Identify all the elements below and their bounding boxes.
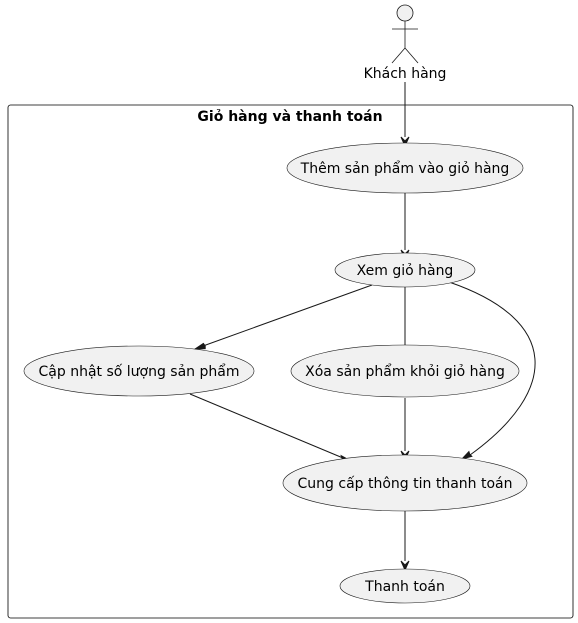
use-case-update-quantity[interactable]: Cập nhật số lượng sản phẩm [23, 345, 255, 397]
use-case-payment-info[interactable]: Cung cấp thông tin thanh toán [282, 454, 528, 512]
use-case-label: Cập nhật số lượng sản phẩm [39, 363, 240, 380]
use-case-ellipse [334, 252, 476, 288]
edge-add-to-cart-to-view-cart [400, 193, 410, 261]
use-case-add-to-cart[interactable]: Thêm sản phẩm vào giỏ hàng [286, 142, 524, 194]
use-case-ellipse [339, 568, 471, 604]
actor-stick-figure-icon [391, 4, 419, 64]
use-case-label: Thêm sản phẩm vào giỏ hàng [300, 160, 510, 177]
use-case-label: Thanh toán [364, 579, 445, 595]
edge-actor-to-add-to-cart [400, 82, 410, 148]
edge-view-cart-to-update-quantity [193, 284, 373, 350]
use-case-label: Xóa sản phẩm khỏi giỏ hàng [305, 363, 505, 380]
edge-payment-info-to-checkout [400, 511, 410, 572]
use-case-remove-from-cart[interactable]: Xóa sản phẩm khỏi giỏ hàng [290, 344, 520, 398]
use-case-label: Xem giỏ hàng [357, 263, 454, 279]
edge-view-cart-to-payment-info [448, 281, 536, 460]
use-case-ellipse [282, 454, 528, 512]
edge-update-quantity-to-payment-info [189, 393, 353, 462]
boundary-frame [7, 104, 574, 619]
use-case-ellipse [290, 344, 520, 398]
use-case-checkout[interactable]: Thanh toán [339, 568, 471, 604]
system-boundary: Giỏ hàng và thanh toán [7, 104, 574, 619]
use-case-view-cart[interactable]: Xem giỏ hàng [334, 252, 476, 288]
boundary-title: Giỏ hàng và thanh toán [197, 109, 382, 125]
use-case-ellipse [286, 142, 524, 194]
edge-remove-from-cart-to-payment-info [400, 398, 410, 462]
actor-label: Khách hàng [364, 66, 447, 82]
use-case-label: Cung cấp thông tin thanh toán [298, 476, 513, 492]
actor-customer[interactable]: Khách hàng [364, 4, 447, 82]
use-case-ellipse [23, 345, 255, 397]
